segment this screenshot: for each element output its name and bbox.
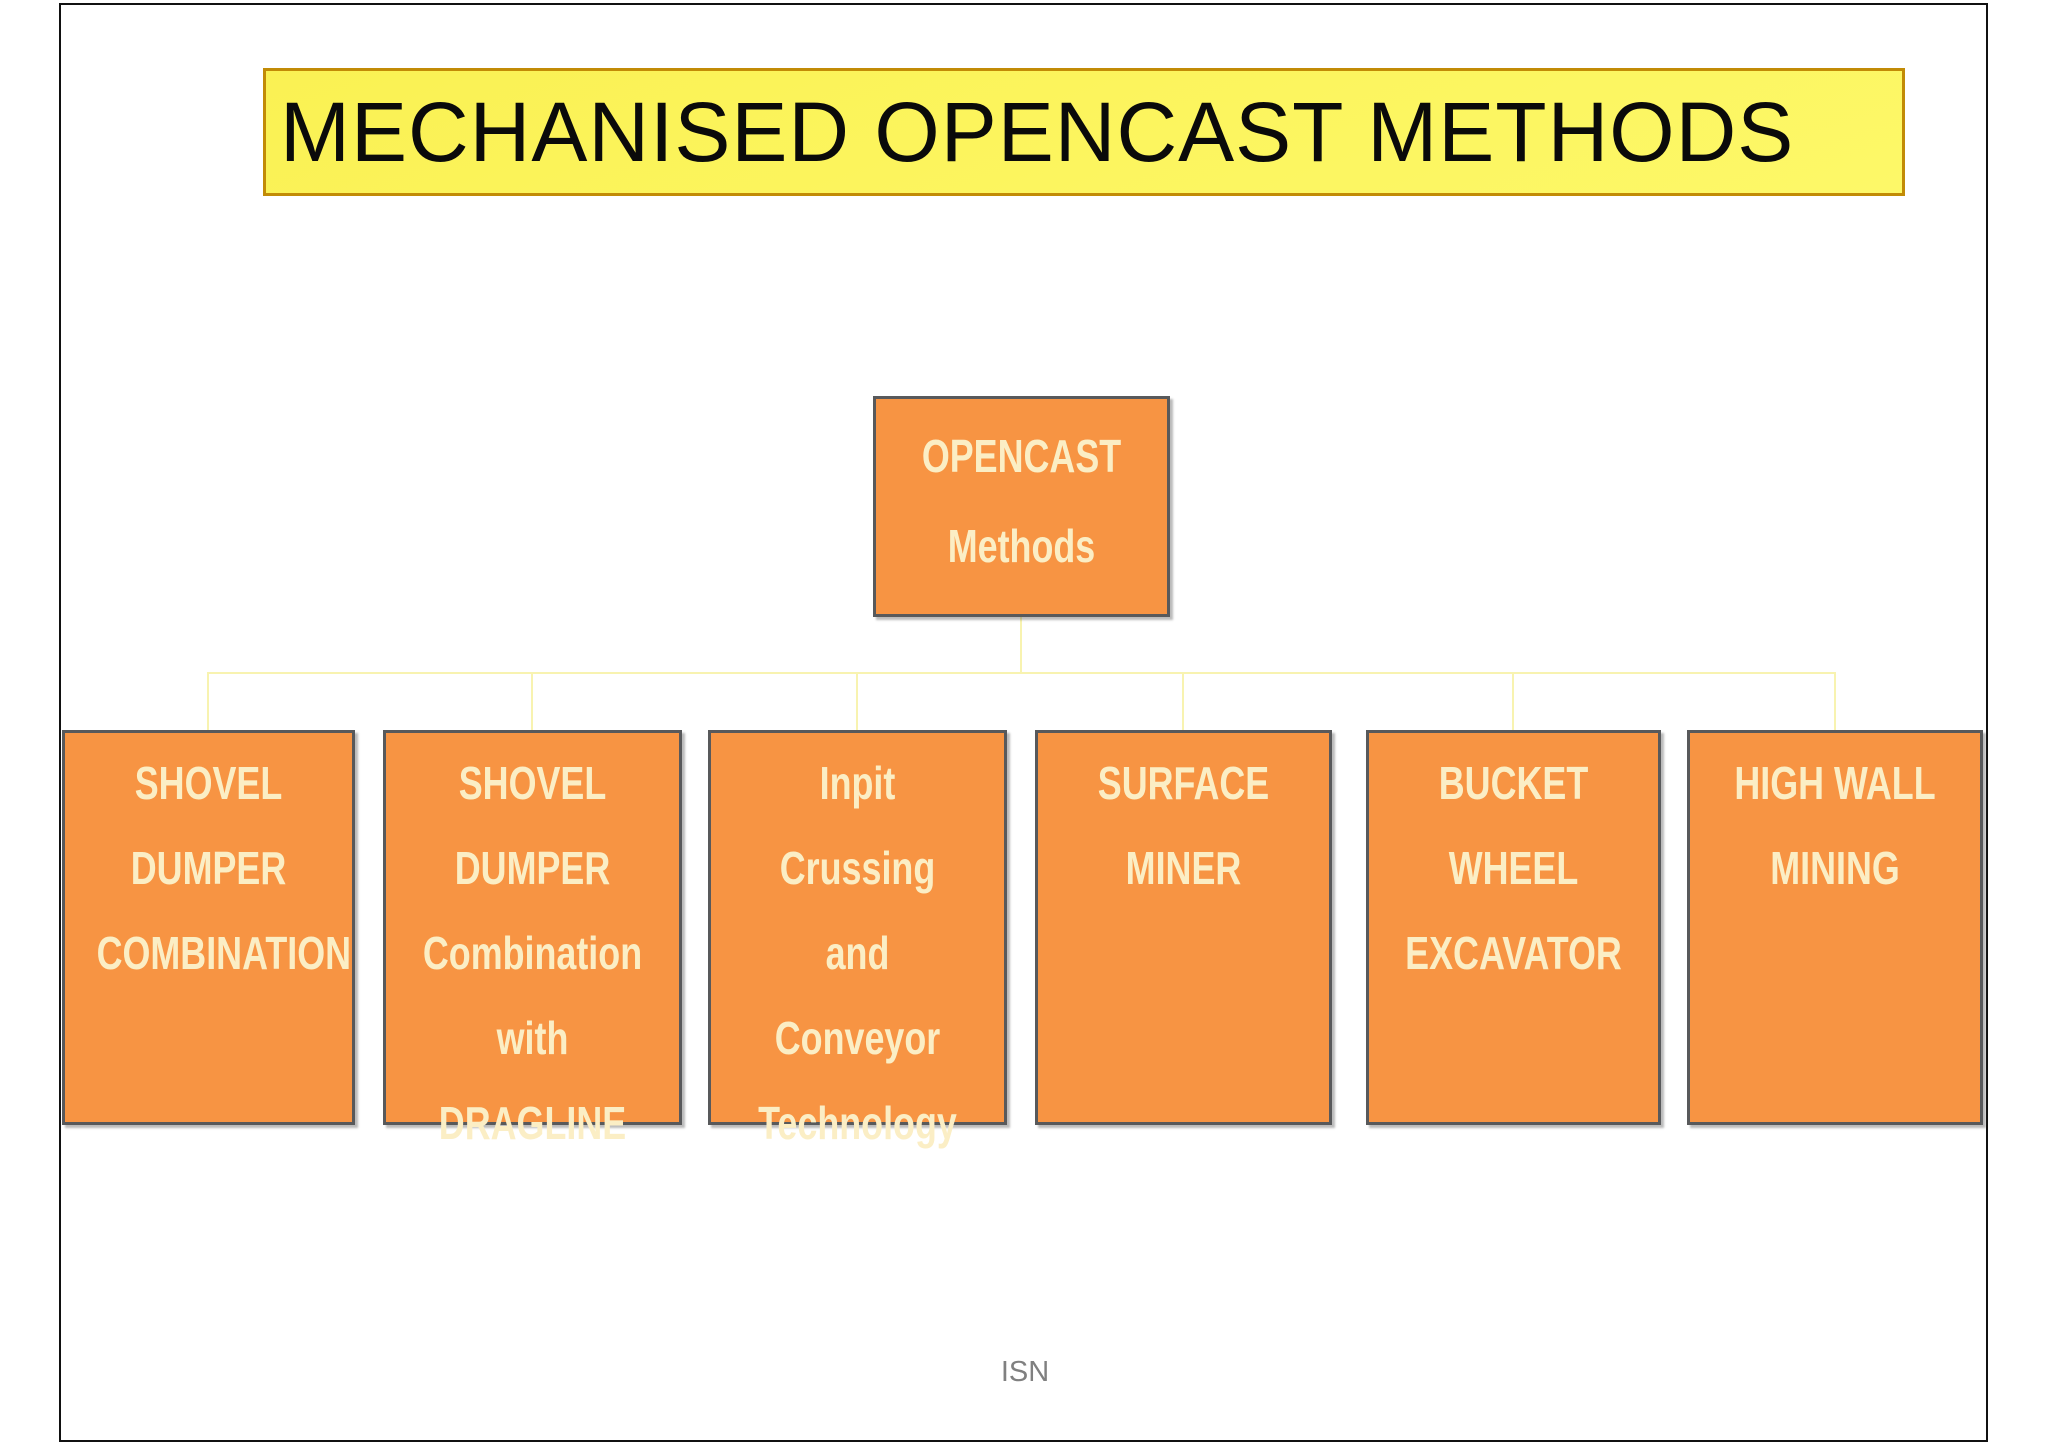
box-bucket-wheel-excavator: BUCKET WHEEL EXCAVATOR xyxy=(1366,730,1661,1125)
box-line: SHOVEL DUMPER xyxy=(454,757,611,894)
box-line: with xyxy=(496,1012,569,1064)
slide-title: MECHANISED OPENCAST METHODS xyxy=(280,84,1795,179)
title-banner: MECHANISED OPENCAST METHODS xyxy=(263,68,1905,196)
box-line: HIGH WALL xyxy=(1734,757,1936,809)
box-high-wall-mining: HIGH WALL MINING xyxy=(1687,730,1983,1125)
box-line: and xyxy=(825,927,890,979)
connector-drop-3 xyxy=(856,674,858,730)
box-line: BUCKET WHEEL xyxy=(1438,757,1589,894)
box-line: OPENCAST xyxy=(921,430,1122,482)
box-shovel-dumper-with-dragline: SHOVEL DUMPER Combination with DRAGLINE xyxy=(383,730,682,1149)
box-line: Inpit Crussing xyxy=(779,757,936,894)
box-opencast-methods: OPENCAST Methods xyxy=(873,396,1170,617)
box-line: Conveyor xyxy=(774,1012,941,1064)
box-text: SHOVEL DUMPER COMBINATION xyxy=(96,733,352,996)
box-line: EXCAVATOR xyxy=(1405,927,1622,979)
box-line: DRAGLINE xyxy=(438,1097,627,1149)
box-line: Technology xyxy=(758,1097,957,1149)
box-line: Combination xyxy=(422,927,643,979)
box-line: SURFACE xyxy=(1097,757,1270,809)
box-surface-miner: SURFACE MINER xyxy=(1035,730,1332,1125)
connector-drop-2 xyxy=(531,674,533,730)
box-text: OPENCAST Methods xyxy=(908,399,1135,591)
box-inpit-crushing-conveyor: Inpit Crussing and Conveyor Technology xyxy=(708,730,1007,1149)
box-text: HIGH WALL MINING xyxy=(1722,733,1948,911)
box-text: BUCKET WHEEL EXCAVATOR xyxy=(1401,733,1626,996)
page-border-frame xyxy=(59,3,1988,1442)
box-line: SHOVEL DUMPER xyxy=(130,757,287,894)
box-line: Methods xyxy=(947,520,1096,572)
box-text: SHOVEL DUMPER Combination with DRAGLINE xyxy=(418,733,647,1166)
box-line: MINING xyxy=(1770,842,1900,894)
box-line: COMBINATION xyxy=(96,927,352,979)
box-text: SURFACE MINER xyxy=(1070,733,1297,911)
box-text: Inpit Crussing and Conveyor Technology xyxy=(743,733,972,1166)
box-line: MINER xyxy=(1125,842,1242,894)
footer-initials: ISN xyxy=(1000,1356,1050,1388)
connector-drop-1 xyxy=(207,674,209,730)
connector-root-drop xyxy=(1020,615,1022,674)
connector-drop-4 xyxy=(1182,674,1184,730)
connector-drop-6 xyxy=(1834,674,1836,730)
box-shovel-dumper-combination: SHOVEL DUMPER COMBINATION xyxy=(62,730,355,1125)
connector-horizontal-line xyxy=(207,672,1836,674)
connector-drop-5 xyxy=(1512,674,1514,730)
